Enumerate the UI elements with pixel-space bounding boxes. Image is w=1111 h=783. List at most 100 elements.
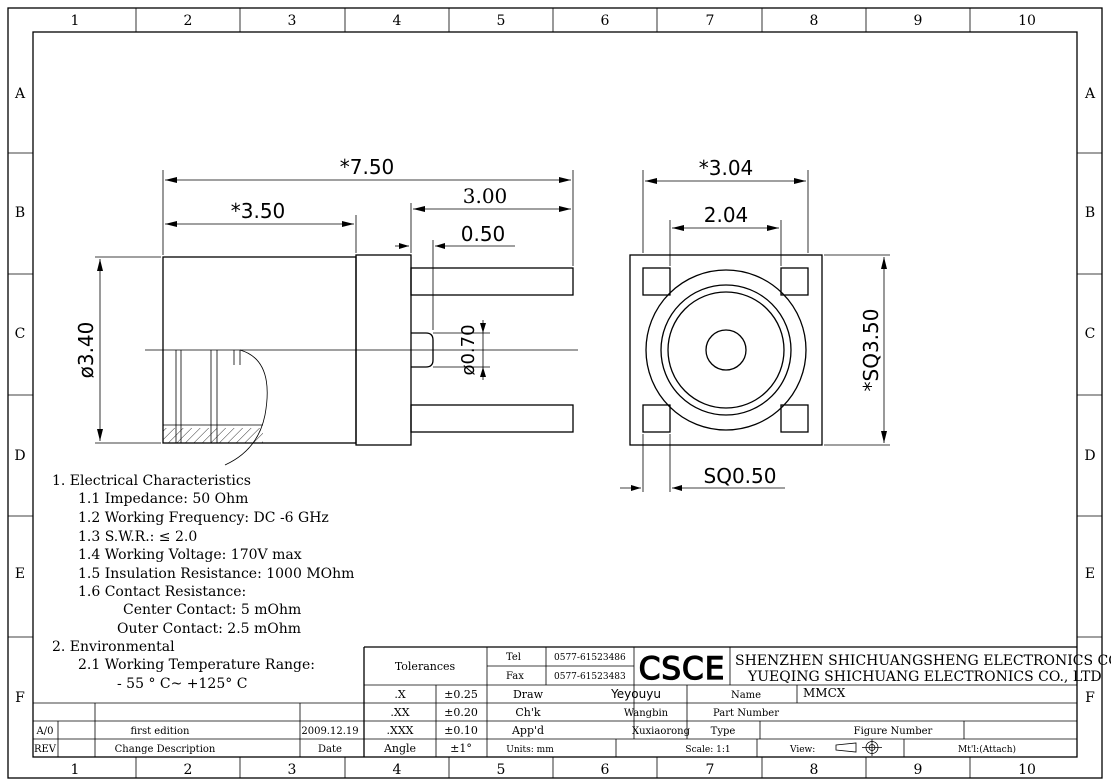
dim-pad-size: SQ0.50 [704, 464, 777, 488]
middle-ring [660, 284, 792, 416]
row-label: B [1085, 205, 1095, 221]
zone-dividers [8, 8, 1102, 778]
col-label: 3 [288, 13, 297, 29]
col-label: 3 [288, 762, 297, 778]
row-label: E [15, 566, 25, 582]
draw-label: Draw [513, 688, 544, 701]
company-name-1: SHENZHEN SHICHUANGSHENG ELECTRONICS CO.,… [735, 653, 1111, 669]
rev-description: first edition [131, 726, 191, 737]
front-view: *3.04 2.04 *SQ3.50 SQ0.50 [620, 156, 890, 492]
app-value: Xuxiaorong [632, 726, 691, 737]
col-label: 7 [706, 13, 715, 29]
tel-label: Tel [506, 652, 521, 663]
note-item: Outer Contact: 2.5 mOhm [117, 621, 301, 637]
draw-value: Yeyouyu [610, 687, 661, 701]
type-label: Type [711, 726, 736, 737]
tol-key: .X [394, 688, 405, 701]
rev-value: A/0 [36, 726, 54, 737]
row-label: C [15, 326, 26, 342]
rev-date: 2009.12.19 [301, 726, 358, 737]
row-label: E [1085, 566, 1095, 582]
col-label: 8 [810, 13, 819, 29]
col-label: 4 [393, 762, 402, 778]
col-label: 8 [810, 762, 819, 778]
side-view: *7.50 *3.50 3.00 0.50 ø3.40 ø0.70 [74, 155, 578, 466]
name-value: MMCX [803, 686, 846, 700]
part-number-label: Part Number [713, 708, 779, 719]
col-label: 9 [914, 762, 923, 778]
pad-bottom-right [780, 404, 809, 433]
tol-value: ±1° [450, 742, 472, 755]
row-labels: A B C D E F A B C D E F [14, 86, 1096, 706]
dim-square-size: *SQ3.50 [859, 309, 883, 392]
col-label: 1 [71, 762, 80, 778]
scale-label: Scale: 1:1 [685, 745, 730, 755]
note-item: 2.1 Working Temperature Range: [78, 657, 315, 673]
break-curve [224, 349, 268, 466]
note-item: 1.3 S.W.R.: ≤ 2.0 [78, 529, 197, 545]
view-label: View: [789, 745, 815, 755]
row-label: A [1084, 86, 1096, 102]
pad-top-right [780, 267, 809, 296]
tol-key: .XX [390, 706, 409, 719]
col-label: 2 [184, 762, 193, 778]
figure-number-label: Figure Number [854, 726, 933, 737]
fax-label: Fax [506, 671, 524, 682]
tol-value: ±0.25 [444, 688, 478, 701]
outer-frame [7, 7, 1103, 779]
upper-pin [410, 267, 574, 296]
section-hatch [163, 428, 263, 443]
dim-body-length: *3.50 [231, 199, 286, 223]
note-item: - 55 ° C~ +125° C [117, 676, 247, 692]
col-label: 6 [601, 762, 610, 778]
column-labels: 1 2 3 4 5 6 7 8 9 10 1 2 3 4 5 6 7 8 9 1… [71, 13, 1036, 778]
company-name-2: YUEQING SHICHUANG ELECTRONICS CO., LTD [747, 669, 1102, 685]
change-description-header: Change Description [115, 744, 216, 755]
note-item: 1.2 Working Frequency: DC -6 GHz [78, 510, 329, 526]
square-flange [629, 254, 823, 446]
row-label: D [14, 448, 25, 464]
row-label: F [1085, 690, 1095, 706]
note-heading: 2. Environmental [52, 639, 175, 655]
note-item: 1.6 Contact Resistance: [78, 584, 246, 600]
tol-key: Angle [383, 742, 416, 755]
note-heading: 1. Electrical Characteristics [52, 473, 251, 489]
tol-value: ±0.10 [444, 724, 478, 737]
note-item: Center Contact: 5 mOhm [123, 602, 301, 618]
outer-ring [645, 269, 807, 431]
notes: 1. Electrical Characteristics 1.1 Impeda… [52, 473, 354, 692]
title-block: Tolerances .X ±0.25 .XX ±0.20 .XXX ±0.10… [33, 646, 1111, 757]
center-contact [411, 332, 434, 368]
col-label: 10 [1018, 762, 1036, 778]
app-label: App'd [511, 724, 544, 737]
csce-logo: CSCE [639, 651, 726, 687]
projection-symbol-icon [835, 739, 882, 756]
rev-header: REV [34, 744, 57, 755]
note-item: 1.1 Impedance: 50 Ohm [78, 491, 248, 507]
col-label: 7 [706, 762, 715, 778]
dim-inner-spacing: 2.04 [704, 203, 749, 227]
fax-value: 0577-61523483 [554, 672, 626, 682]
pad-top-left [642, 267, 671, 296]
col-label: 2 [184, 13, 193, 29]
connector-flange [355, 254, 412, 446]
col-label: 5 [497, 13, 506, 29]
center-contact-circle [705, 329, 747, 371]
tolerances-label: Tolerances [395, 660, 456, 673]
name-label: Name [731, 690, 761, 701]
dim-overall-length: *7.50 [340, 155, 395, 179]
pad-bottom-left [642, 404, 671, 433]
row-label: C [1085, 326, 1096, 342]
col-label: 9 [914, 13, 923, 29]
material-label: Mt'l:(Attach) [958, 744, 1016, 755]
row-label: A [14, 86, 26, 102]
dim-pin-length: 3.00 [463, 184, 508, 208]
row-label: F [15, 690, 25, 706]
dim-pin-step: 0.50 [461, 222, 506, 246]
dim-pin-diameter: ø0.70 [458, 324, 479, 375]
col-label: 10 [1018, 13, 1036, 29]
chk-label: Ch'k [515, 706, 541, 719]
tel-value: 0577-61523486 [554, 653, 626, 663]
inner-ring [667, 291, 785, 409]
